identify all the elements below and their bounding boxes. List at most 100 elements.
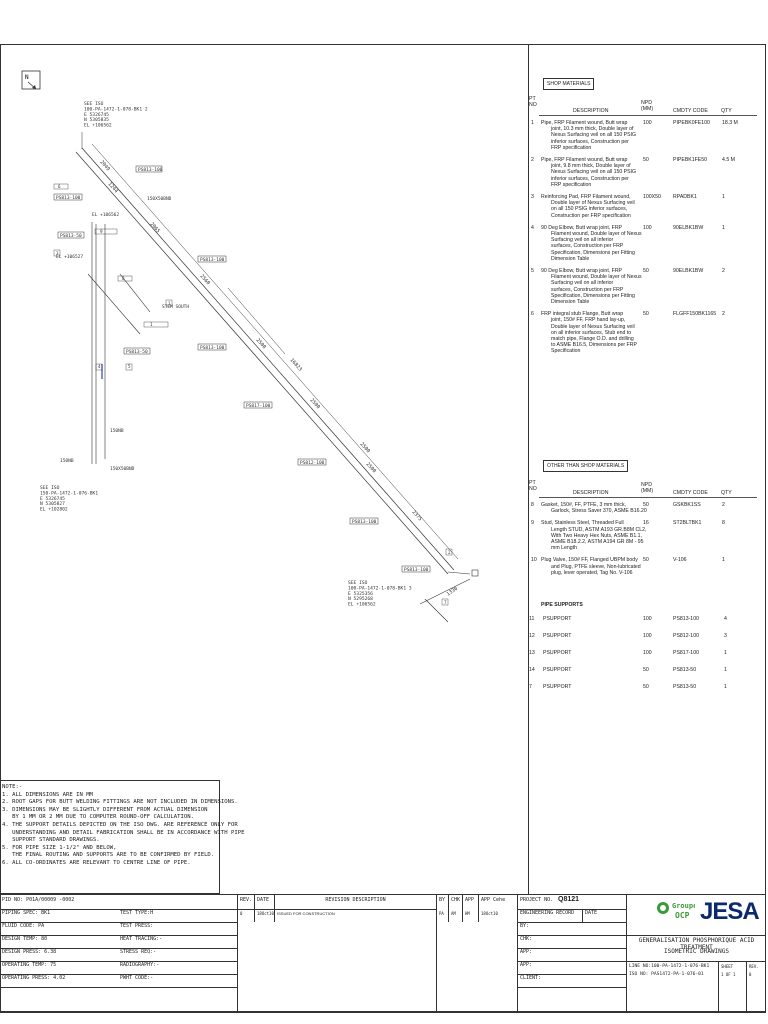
see-iso-bottom: SEE ISO 100-PA-1472-1-078-BK1 3 E 532535… [348,580,414,608]
see-iso-left: SEE ISO 150-PA-1472-1-076-BK1 E 5326745 … [40,485,101,513]
misc-label: EL +106562 [92,212,119,218]
support-tag: PS813-50 [123,347,151,355]
support-tag: PS812-100 [297,458,327,466]
item-pt: 9 [531,520,534,527]
item-pt: 8 [531,502,534,508]
item-pt: 4 [531,224,534,231]
item-qty: 4 [724,616,727,622]
item-code: ST2BLTBK1 [673,520,702,527]
item-description: PSUPPORT [543,650,572,656]
svg-text:PS813-100: PS813-100 [200,257,225,263]
main-pipe [75,147,455,575]
drawing-title: GENERALISATION PHOSPHORIQUE ACID TREATME… [638,937,755,951]
item-description: surfaces, Construction per FRP [551,286,624,293]
dimension-label: 2500 [309,397,322,410]
svg-text:PS813-100: PS813-100 [200,345,225,351]
item-code: V-106 [673,557,687,564]
support-tag: PS813-100 [197,343,227,351]
svg-text:5: 5 [128,364,131,369]
item-description: Dimension Table [551,255,590,262]
dimension-label: 1330 [446,586,459,598]
engineering-record: ENGINEERING RECORD [520,910,575,916]
item-description: Surfacing veil on all inferior [551,237,614,244]
pwht-code: PWHT CODE:- [120,975,154,981]
item-description: Length STUD, ASTM A193 GR.B8M CL2, [551,526,647,533]
svg-text:PS813-100: PS813-100 [56,195,81,201]
by-header: BY [439,897,446,903]
rev-label: REV. [749,964,759,969]
item-code: PS812-100 [673,633,699,639]
item-code: PS813-100 [673,616,699,622]
col-code: CMDTY CODE [673,108,708,114]
svg-text:OCP: OCP [675,911,690,920]
item-npd: 100 [643,224,652,231]
item-pt: 1 [531,120,534,126]
item-description: joint, 9.8 mm thick, Double layer of [551,163,631,170]
project-no-label: PROJECT NO. [520,897,554,903]
item-pt: 14 [529,667,535,673]
item-description: on all inferior surfaces, Stub end to [551,329,632,336]
item-code: GSKBK1SS [673,502,701,508]
item-code: PS817-100 [673,650,699,656]
svg-text:PS817-100: PS817-100 [246,403,271,409]
support-tag: PS813-100 [349,517,379,525]
svg-text:PS813-50: PS813-50 [60,233,82,239]
item-code: RPADBK1 [673,194,697,200]
svg-text:9: 9 [100,229,103,234]
rev-by: PA [439,911,444,916]
item-description: Double layer of Nexus Surfacing veil [551,200,635,207]
dimension-label: 2500 [365,461,378,474]
dimension-label: 2500 [359,441,372,454]
item-description: on all 150 PSIG inferior surfaces, [551,206,628,213]
item-description: ASME B18.2.2, ASTM A194 GR 8M - 95 [551,539,644,545]
item-description: Construction per FRP specification [551,212,631,219]
item-qty: 4.5 M [722,157,735,163]
note-line: NOTE:- [2,784,23,790]
other-materials-title: OTHER THAN SHOP MATERIALS [543,460,629,472]
item-description: Specification, Dimensions per Fitting [551,249,635,256]
support-tag: PS813-50 [57,231,85,239]
drawing-frame [0,44,766,1012]
svg-text:8: 8 [122,276,125,281]
svg-text:PS813-100: PS813-100 [138,167,163,173]
note-line: THE FINAL ROUTING AND SUPPORTS ARE TO BE… [2,852,215,859]
col-description: DESCRIPTION [573,108,609,114]
item-code: PS813-50 [673,667,697,673]
dimension-label: 2375 [411,509,424,522]
item-pt: 6 [531,311,534,318]
test-press: TEST PRESS: [120,923,154,929]
rev-chk: AM [451,911,456,916]
item-description: PSUPPORT [543,684,572,690]
item-description: Specification, Dimensions per Fitting [551,292,635,299]
misc-label: 150X50BND [147,196,172,202]
app-header: APP [465,897,475,903]
misc-label: 150NB [110,428,124,434]
line-no: LINE NO:100-PA-1472-1-076-BK1 [629,964,710,969]
support-tag: PS813-100 [197,255,227,263]
item-description: FRP specification [551,144,592,151]
item-description: Plug Valve, 150# FF, Flanged UBPM body [541,557,638,564]
item-qty: 1 [722,224,725,231]
rev-value: 0 [240,911,243,916]
app-label: APP: [520,949,533,955]
rev-app: HM [465,911,470,916]
item-description: joint, 150# FF, FRP hand lay-up, [551,317,626,324]
item-description: Nexus Surfacing veil on all 150 PSIG [551,132,637,139]
date-header: DATE [257,897,270,903]
item-description: Surfacing veil on all inferior [551,280,614,287]
item-description: PSUPPORT [543,633,572,639]
stress-req: STRESS REQ:- [120,949,157,955]
col-pt: PT NO [529,96,537,109]
item-npd: 50 [643,157,649,163]
col-description: DESCRIPTION [573,490,609,496]
operating-press: OPERATING PRESS: 4.02 [2,975,66,981]
item-description: 90 Deg Elbow, Butt wrap joint, FRP [541,268,623,274]
item-npd: 100 [643,650,652,656]
col-qty: QTY [721,108,732,114]
item-description: Filament wound, Double layer of Nexus [551,274,642,281]
item-code: PIPEBK1FE50 [673,157,708,163]
support-tag: PS817-100 [243,401,273,409]
item-npd: 100 [643,616,652,622]
isometric-drawing: N SEE ISO 100-PA-1472-1-078-BK1 2 E 5326… [21,70,479,623]
misc-label: STEM SOUTH [162,304,189,310]
